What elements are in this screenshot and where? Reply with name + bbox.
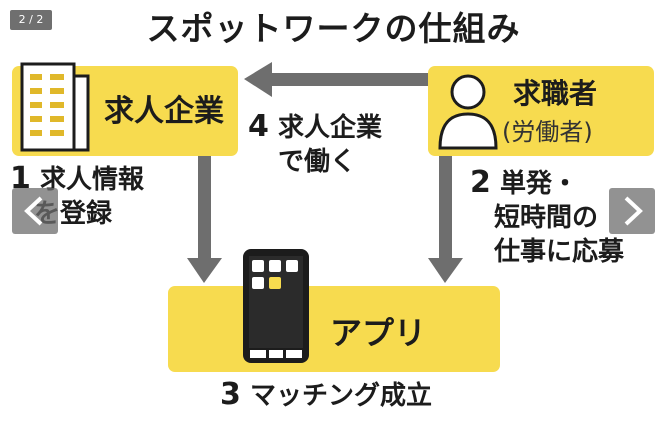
step-2-line-3: 仕事に応募 [494,237,625,267]
slide-counter: 2 / 2 [10,10,52,30]
seeker-sublabel: (労働者) [502,118,593,146]
step-2-line-2: 短時間の [494,203,599,233]
step-1-number: 1 [10,161,31,196]
smartphone-icon [243,249,309,363]
app-box [168,286,500,372]
building-icon [20,62,90,152]
diagram-title: スポットワークの仕組み [146,9,521,48]
step-3-line-1: マッチング成立 [249,381,432,411]
step-4-line-2: で働く [278,147,357,177]
company-label: 求人企業 [104,94,224,129]
arrow-seeker-to-company [244,62,428,97]
step-2-number: 2 [470,165,491,200]
step-3-caption: 3 マッチング成立 [220,378,432,413]
app-label: アプリ [330,314,427,352]
step-4-number: 4 [248,109,269,144]
arrow-company-to-app [187,156,222,283]
seeker-label: 求職者 [513,77,598,110]
arrow-seeker-to-app [428,156,463,283]
step-2-caption: 2 単発・ 短時間の 仕事に応募 [470,166,624,269]
next-slide-button[interactable] [609,188,655,234]
chevron-right-icon [624,196,643,226]
step-2-line-1: 単発・ [499,169,578,199]
step-4-line-1: 求人企業 [277,113,382,143]
step-3-number: 3 [220,377,241,412]
previous-slide-button[interactable] [12,188,58,234]
chevron-left-icon [24,196,43,226]
step-4-caption: 4 求人企業 で働く [248,110,382,179]
person-icon [438,74,498,150]
